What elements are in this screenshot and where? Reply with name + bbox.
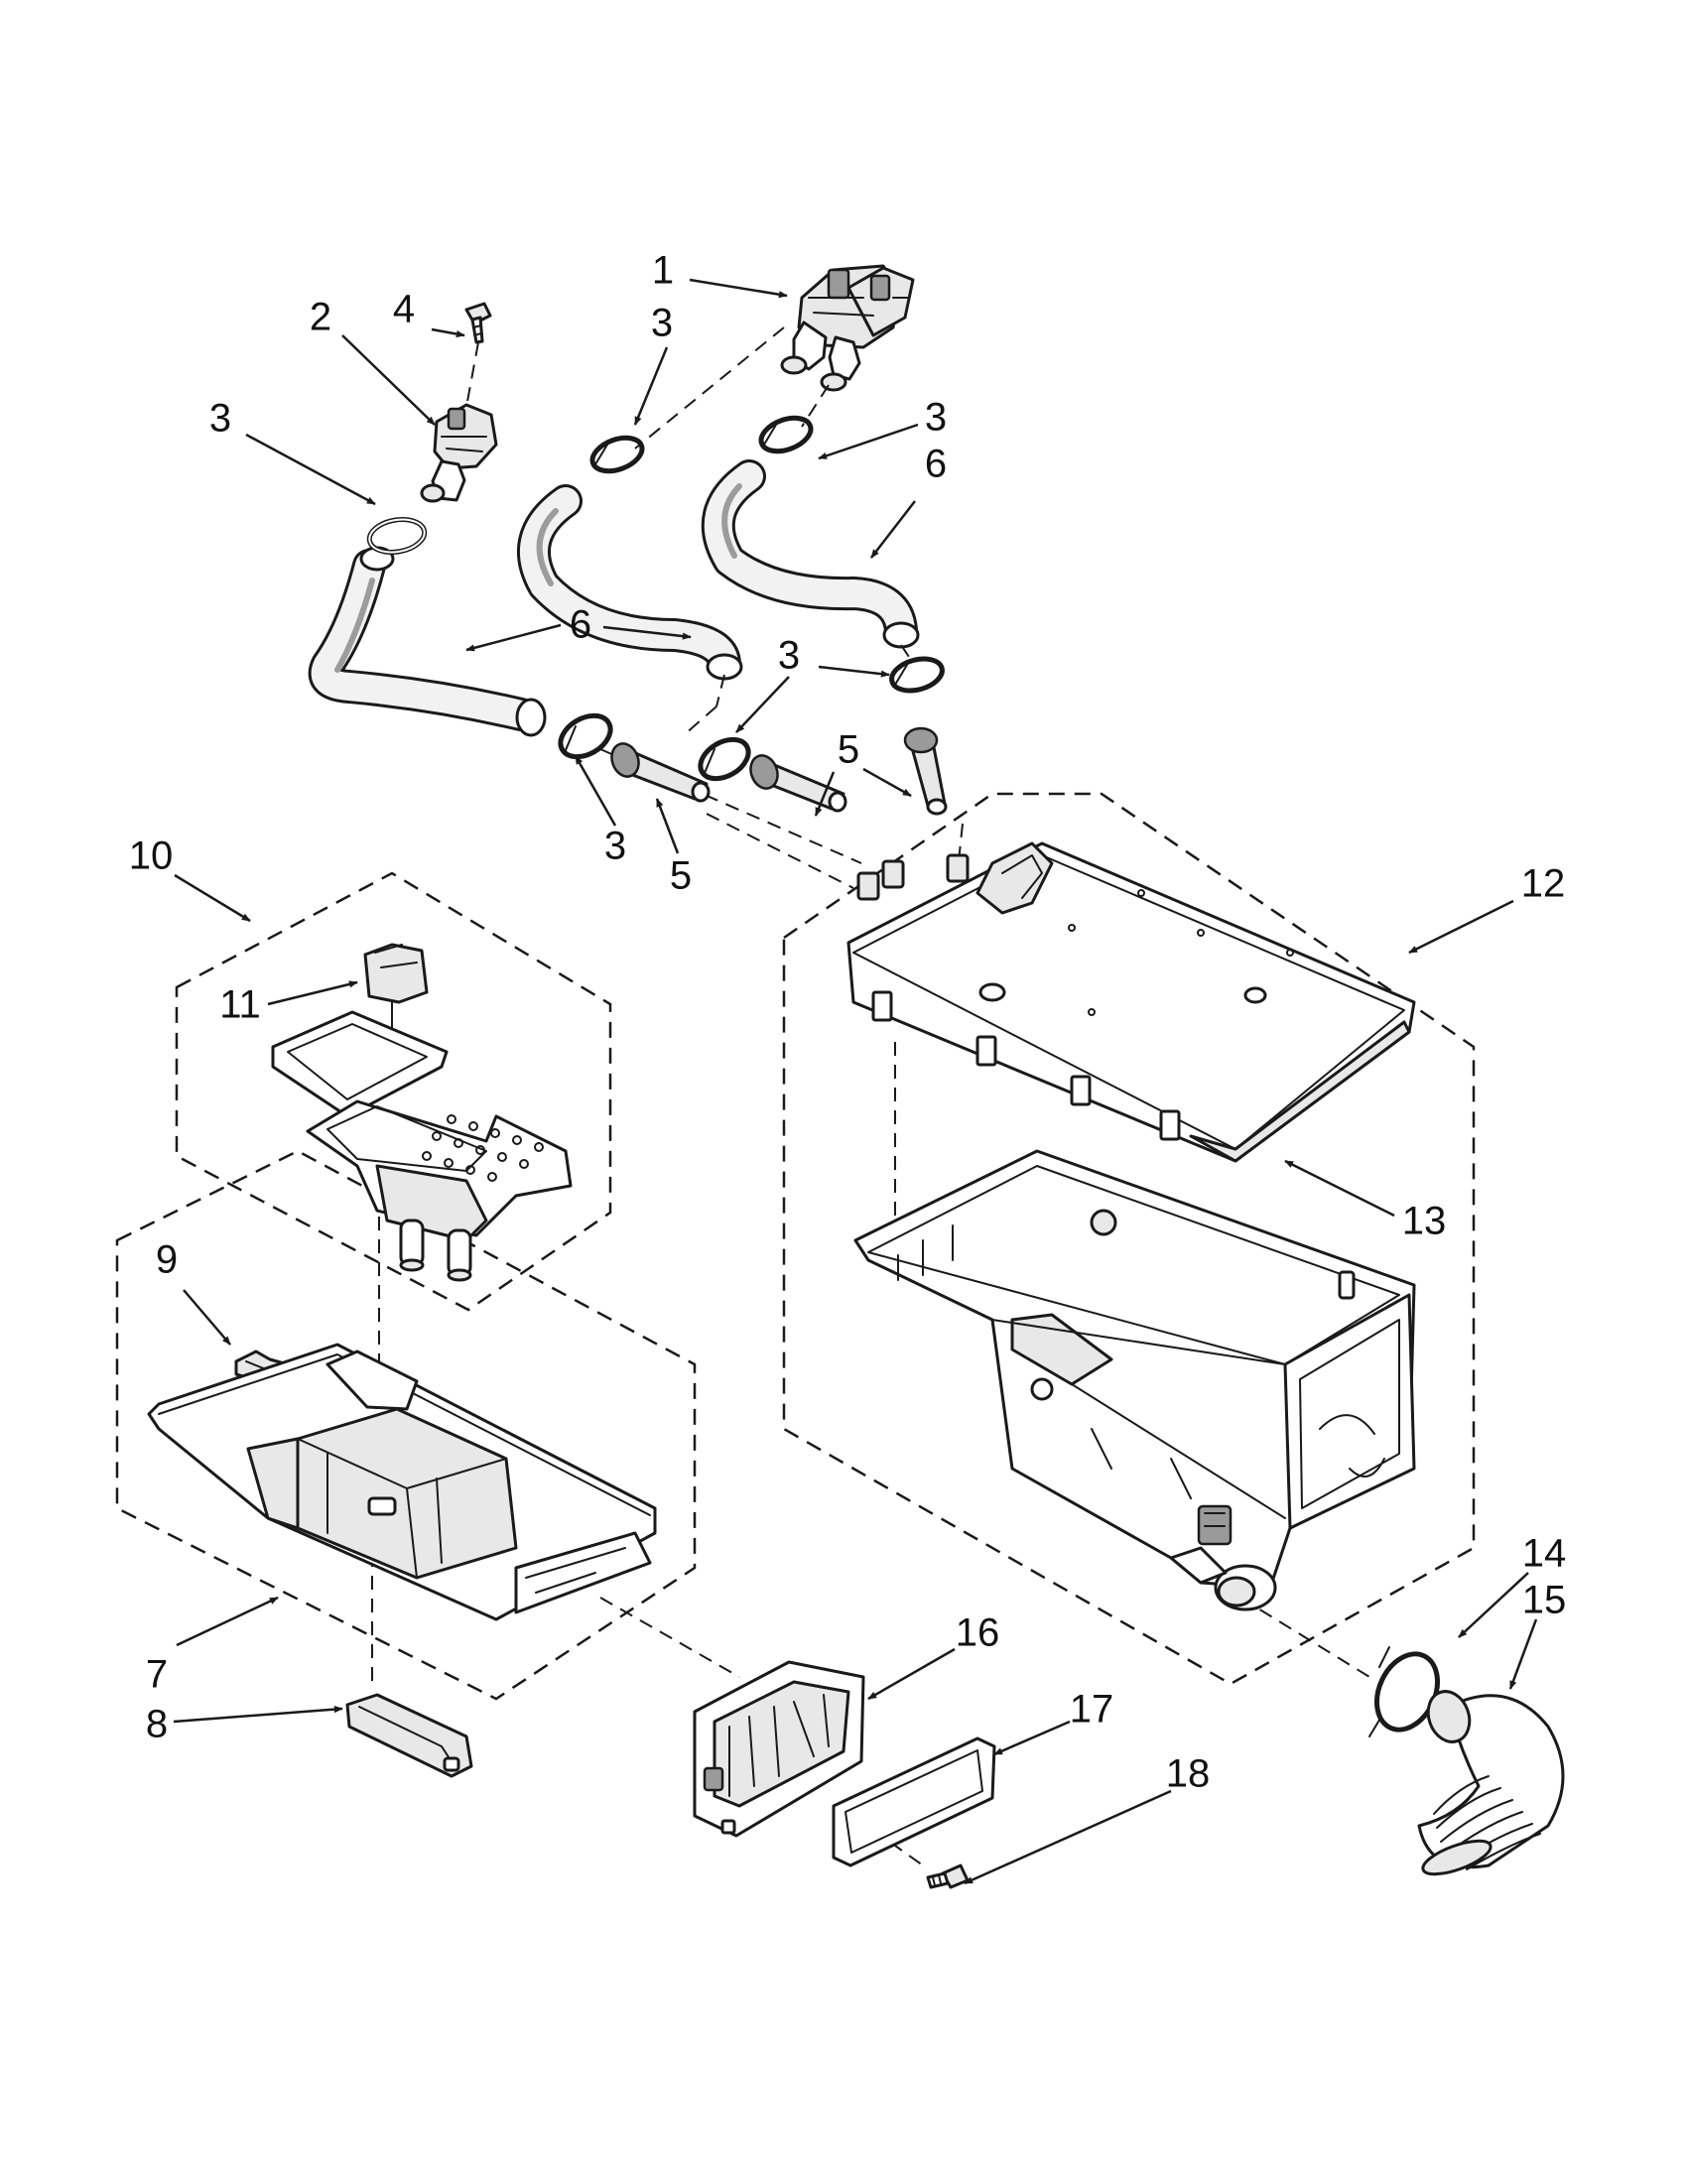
single-water-valve [420,403,498,503]
callout-6: 6 [925,443,947,486]
callout-15: 15 [1522,1579,1567,1622]
callout-7: 7 [146,1653,168,1697]
callout-14: 14 [1522,1532,1567,1576]
callout-3: 3 [925,396,947,440]
group-outline-10 [175,871,612,1312]
leader-arrows [173,278,1538,1885]
callout-3: 3 [651,302,673,345]
group-outline-7 [115,1149,697,1701]
callout-2: 2 [310,296,331,339]
callout-11: 11 [219,983,261,1027]
middle-fill-hose [516,484,743,681]
callout-3: 3 [209,397,231,441]
vent-hose-bellows [1417,1690,1565,1876]
siphon-cap [345,1693,473,1778]
dispenser-housing [853,1149,1416,1611]
hose-clamp [366,415,945,782]
dispenser-cover [846,841,1416,1163]
dual-water-valve [780,264,915,392]
callout-3: 3 [604,825,626,868]
callout-1: 1 [652,249,674,293]
callout-6: 6 [570,603,591,647]
electronic-control-board [693,1660,865,1838]
callout-4: 4 [393,288,415,331]
dispenser-flap [363,943,429,1083]
group-outline-12 [782,792,1476,1686]
callout-17: 17 [1070,1688,1114,1732]
left-fill-hose [308,546,547,737]
inlet-tube [610,726,948,816]
cover-plate [832,1736,996,1867]
dispenser-drawer [147,1343,657,1621]
callout-3: 3 [778,634,800,678]
right-fill-hose [701,459,920,649]
dispenser-insert [271,1010,573,1282]
callout-16: 16 [956,1611,1000,1655]
mounting-screw [464,302,492,344]
screw-alignment-line [465,341,479,408]
callout-12: 12 [1521,862,1566,906]
callout-5: 5 [838,728,859,772]
callout-18: 18 [1166,1752,1211,1796]
callout-13: 13 [1402,1200,1447,1243]
callout-labels: 1 2 3 3 3 3 3 4 5 5 5 6 6 7 8 9 10 11 12… [129,249,1567,1796]
callout-9: 9 [156,1238,178,1282]
cover-screw [926,1863,970,1889]
callout-8: 8 [146,1703,168,1746]
callout-10: 10 [129,835,174,878]
callout-5: 5 [670,854,692,898]
